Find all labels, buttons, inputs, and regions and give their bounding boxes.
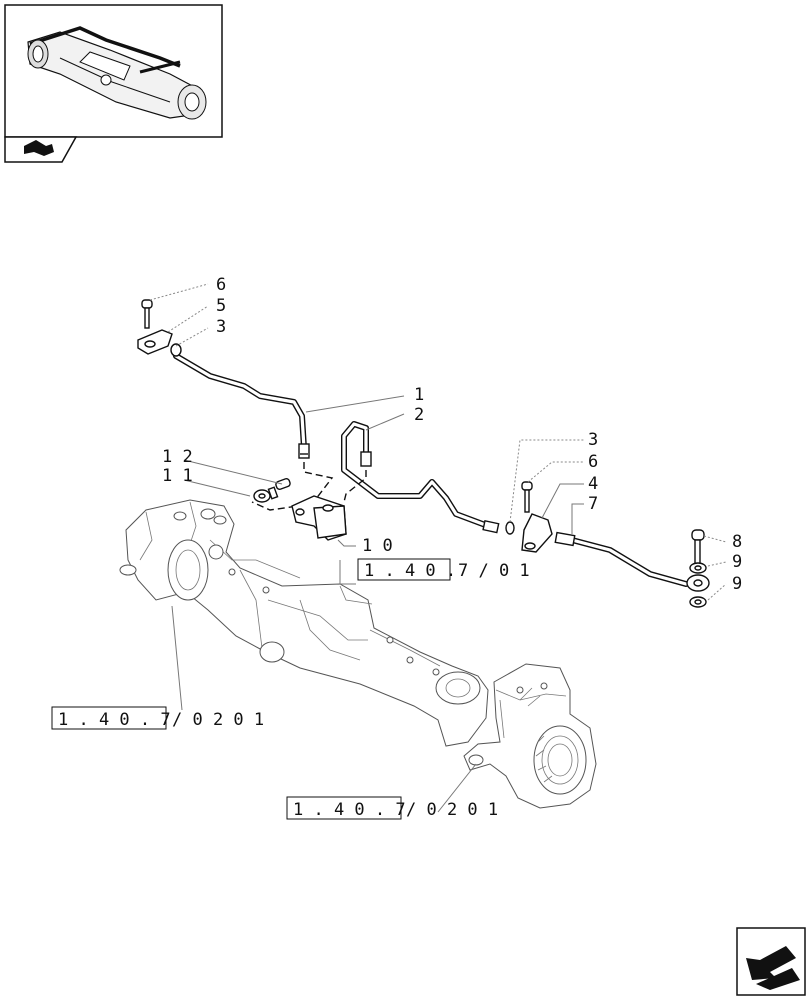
callout-8: 8 <box>732 532 742 552</box>
reference-1-40-7-02-01-right[interactable]: 1 . 4 0 . 7 / 0 2 0 1 <box>286 796 498 820</box>
seal-washer-3-upper <box>170 343 182 357</box>
bolt-12 <box>267 477 291 500</box>
union-11 <box>253 489 271 503</box>
reference-2-boxed: 1 . 4 0 . 7 <box>58 710 171 730</box>
callout-9-lower: 9 <box>732 574 742 594</box>
copper-washer-9a <box>689 562 707 574</box>
reference-3-rest: / 0 2 0 1 <box>406 800 498 820</box>
bracket-5 <box>137 329 173 355</box>
axle-section-icon[interactable] <box>4 136 78 163</box>
callout-3-upper: 3 <box>216 317 226 337</box>
reference-1-rest: 7 / 0 1 <box>458 561 530 581</box>
brake-hose-7 <box>554 531 689 587</box>
callout-9-upper: 9 <box>732 552 742 572</box>
next-page-arrow-icon[interactable] <box>736 927 806 996</box>
callout-labels: 6 5 3 1 2 1 2 1 1 1 0 3 6 4 7 8 9 9 <box>162 275 742 594</box>
callout-11: 1 1 <box>162 466 193 486</box>
reference-1-boxed: 1 . 4 0 . <box>364 561 456 581</box>
callout-4: 4 <box>588 474 598 494</box>
callout-10: 1 0 <box>362 536 393 556</box>
reference-2-rest: / 0 2 0 1 <box>172 710 264 730</box>
callout-6-right: 6 <box>588 452 598 472</box>
bolt-6-right <box>521 481 533 513</box>
callout-5: 5 <box>216 296 226 316</box>
connection-dashes-left <box>251 462 334 511</box>
callout-3-right: 3 <box>588 430 598 450</box>
junction-block-10 <box>291 495 347 541</box>
copper-washer-9b <box>689 596 707 608</box>
bolt-6-upper <box>141 299 153 329</box>
reference-3-boxed: 1 . 4 0 . 7 <box>293 800 406 820</box>
hose-banjo-end <box>686 574 710 592</box>
reference-1-40-7-01[interactable]: 1 . 4 0 . 7 / 0 1 <box>357 558 530 581</box>
brake-pipe-1 <box>173 353 310 459</box>
reference-1-40-7-02-01-left[interactable]: 1 . 4 0 . 7 / 0 2 0 1 <box>51 706 264 730</box>
seal-washer-3-right <box>505 521 515 535</box>
connection-dashes-right <box>343 470 367 503</box>
front-axle-thumbnail-icon[interactable] <box>4 4 223 138</box>
callout-1: 1 <box>414 385 424 405</box>
callout-12: 1 2 <box>162 447 193 467</box>
axle-housing <box>119 499 489 747</box>
callout-7: 7 <box>588 494 598 514</box>
callout-2: 2 <box>414 405 424 425</box>
leader-lines <box>149 283 727 813</box>
callout-6-upper: 6 <box>216 275 226 295</box>
bracket-4 <box>521 513 553 553</box>
steering-knuckle-hub <box>463 663 597 809</box>
brake-pipe-2 <box>341 421 500 534</box>
